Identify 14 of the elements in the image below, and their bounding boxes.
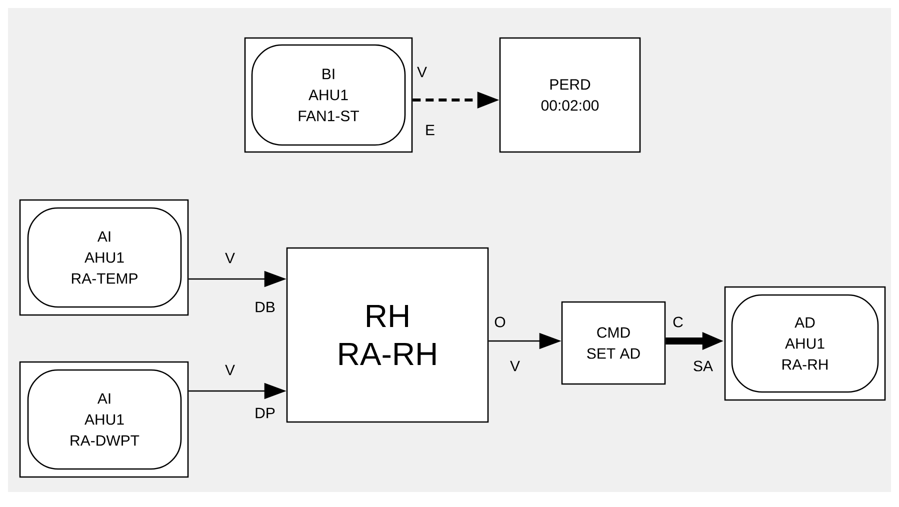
- port-label: V: [225, 364, 235, 376]
- rounded-box: BI AHU1 FAN1-ST: [251, 44, 406, 146]
- rounded-box: AI AHU1 RA-TEMP: [27, 207, 182, 308]
- rounded-box: AI AHU1 RA-DWPT: [27, 369, 182, 470]
- port-label: E: [426, 124, 434, 136]
- rounded-box: AD AHU1 RA-RH: [731, 294, 879, 393]
- process-box: PERD 00:02:00: [499, 37, 641, 153]
- process-box: RH RA-RH: [286, 247, 489, 423]
- process-box: CMD SET AD: [561, 301, 666, 385]
- port-label: O: [494, 316, 506, 328]
- port-label: V: [225, 252, 235, 264]
- port-label: V: [510, 360, 520, 372]
- port-label: C: [673, 316, 683, 328]
- port-label: SA: [694, 360, 713, 372]
